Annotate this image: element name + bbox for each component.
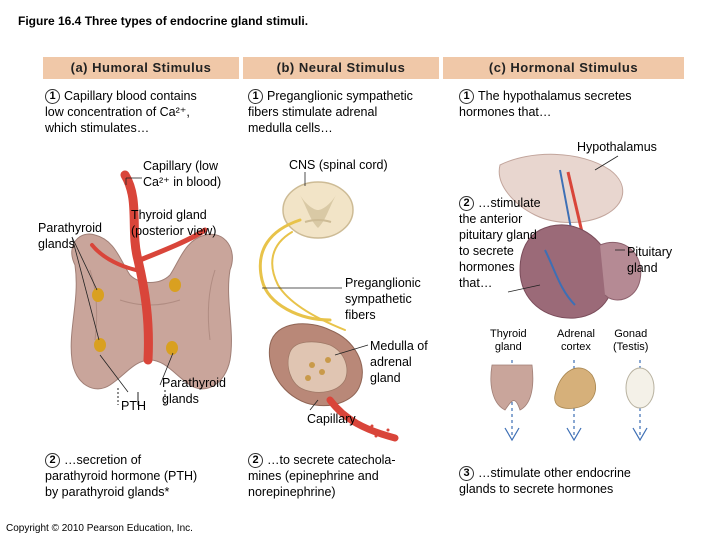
panel-b-leader-lines: [262, 172, 369, 411]
panel-header-neural: (b) Neural Stimulus: [243, 57, 439, 79]
thyroid-gland-illustration: [70, 233, 233, 390]
neural-capillary: [326, 396, 399, 442]
panel-header-humoral: (a) Humoral Stimulus: [43, 57, 239, 79]
neural-step2-badge: 2: [248, 453, 263, 469]
parathyroid-glands: [92, 278, 181, 355]
neural-cns-label: CNS (spinal cord): [289, 158, 388, 172]
target-gland-thyroid: [490, 364, 534, 411]
humoral-parathyroid-bottom-label: Parathyroid glands: [162, 376, 226, 406]
target-gland-testis: [625, 367, 655, 409]
panel-header-hormonal: (c) Hormonal Stimulus: [443, 57, 684, 79]
humoral-step1-badge: 1: [45, 89, 60, 105]
hormonal-step1-badge: 1: [459, 89, 474, 105]
neural-fibers-label: Preganglionic sympathetic fibers: [345, 276, 421, 322]
hormonal-step3-text: 3…stimulate other endocrine glands to se…: [459, 466, 631, 497]
pituitary-gland-illustration: [519, 224, 642, 319]
hormonal-pituitary-label: Pituitary gland: [627, 245, 673, 275]
hormonal-gonad-label: Gonad (Testis): [613, 328, 649, 353]
neural-medulla-label: Medulla of adrenal gland: [370, 339, 428, 385]
panel-c-leader-lines: [507, 155, 625, 293]
adrenal-medulla-illustration: [268, 323, 363, 407]
neural-capillary-label: Capillary: [307, 412, 356, 426]
hormonal-thyroid-label: Thyroid gland: [490, 328, 527, 353]
humoral-capillary-label: Capillary (low Ca²⁺ in blood): [143, 159, 222, 189]
neural-step2-text: 2…to secrete catechola- mines (epinephri…: [248, 453, 396, 500]
figure-title: Figure 16.4 Three types of endocrine gla…: [18, 14, 309, 28]
copyright-notice: Copyright © 2010 Pearson Education, Inc.: [6, 523, 193, 534]
humoral-step2-badge: 2: [45, 453, 60, 469]
humoral-parathyroid-left-label: Parathyroid glands: [38, 221, 102, 251]
preganglionic-fibers: [258, 218, 346, 331]
panel-a-leader-lines: [71, 177, 174, 393]
humoral-thyroid-label: Thyroid gland (posterior view): [131, 208, 217, 238]
target-gland-adrenal: [554, 367, 596, 409]
hormonal-step2-badge: 2: [459, 196, 474, 212]
pth-arrows: [117, 388, 166, 405]
neural-step1-badge: 1: [248, 89, 263, 105]
capillary-vessel: [90, 170, 208, 365]
humoral-step2-text: 2…secretion of parathyroid hormone (PTH)…: [45, 453, 198, 500]
hormonal-step3-badge: 3: [459, 466, 474, 482]
hormonal-adrenal-label: Adrenal cortex: [557, 328, 595, 353]
spinal-cord-illustration: [282, 181, 354, 239]
humoral-pth-label: PTH: [121, 399, 146, 413]
hormonal-hypothalamus-label: Hypothalamus: [577, 140, 657, 154]
hormonal-step2-text: 2…stimulate the anterior pituitary gland…: [459, 196, 541, 291]
